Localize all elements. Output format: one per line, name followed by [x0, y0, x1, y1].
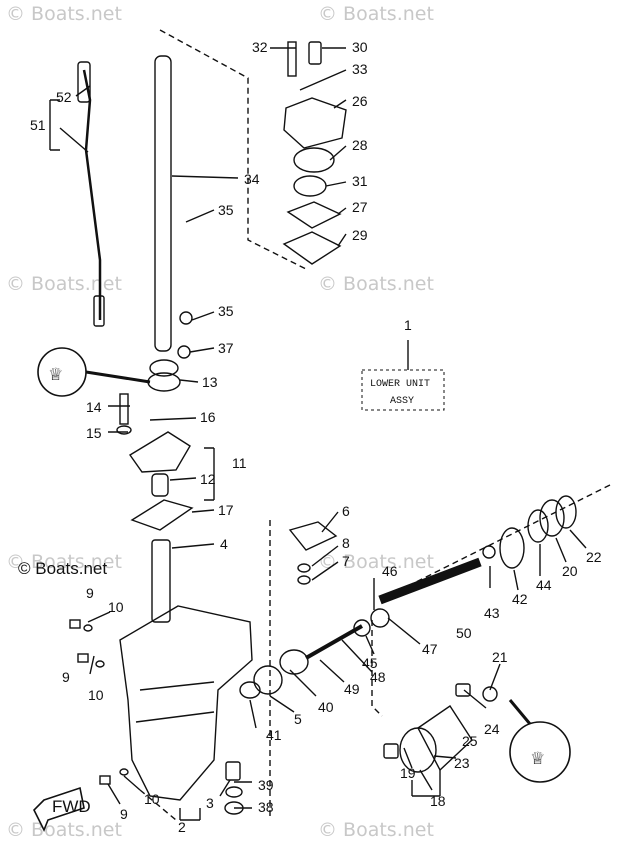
- watermark: © Boats.net: [318, 551, 434, 573]
- watermark: © Boats.net: [318, 3, 434, 25]
- watermark: © Boats.net: [318, 819, 434, 841]
- callout-41: 41: [266, 727, 282, 743]
- pump-liner: [293, 147, 335, 173]
- callout-19: 19: [400, 765, 416, 781]
- credit-text: © Boats.net: [18, 559, 107, 578]
- callout-9: 9: [62, 669, 70, 685]
- callout-2: 2: [178, 819, 186, 835]
- watermarks: © Boats.net © Boats.net © Boats.net © Bo…: [6, 3, 434, 841]
- callout-42: 42: [512, 591, 528, 607]
- grease-glyph: ♕: [48, 365, 63, 384]
- callout-10: 10: [144, 791, 160, 807]
- lower-unit-assy-box: LOWER UNIT ASSY: [361, 369, 445, 411]
- callout-16: 16: [200, 409, 216, 425]
- callout-24: 24: [484, 721, 500, 737]
- callout-17: 17: [218, 502, 234, 518]
- pump-housing: [283, 97, 347, 149]
- propeller-cap: [417, 705, 473, 772]
- callout-23: 23: [454, 755, 470, 771]
- callout-20: 20: [562, 563, 578, 579]
- water-tube: [151, 539, 171, 623]
- watermark: © Boats.net: [318, 273, 434, 295]
- callout-4: 4: [220, 536, 228, 552]
- box-line1: LOWER UNIT: [370, 379, 430, 390]
- callout-10: 10: [88, 687, 104, 703]
- callout-29: 29: [352, 227, 368, 243]
- callout-51: 51: [30, 117, 46, 133]
- callout-9: 9: [120, 806, 128, 822]
- callout-26: 26: [352, 93, 368, 109]
- callout-5: 5: [294, 711, 302, 727]
- fwd-arrow: FWD: [33, 786, 91, 832]
- callout-9: 9: [86, 585, 94, 601]
- watermark: © Boats.net: [6, 551, 122, 573]
- callout-25: 25: [462, 733, 478, 749]
- callout-18: 18: [430, 793, 446, 809]
- line-art: [49, 29, 611, 821]
- grease-symbol-2: ♕: [508, 699, 571, 783]
- callout-3: 3: [206, 795, 214, 811]
- callout-46: 46: [382, 563, 398, 579]
- callout-44: 44: [536, 577, 552, 593]
- watermark: © Boats.net: [6, 273, 122, 295]
- callout-38: 38: [258, 799, 274, 815]
- drive-shaft: [154, 55, 172, 352]
- callout-21: 21: [492, 649, 508, 665]
- box-line2: ASSY: [390, 396, 414, 407]
- watermark: © Boats.net: [6, 3, 122, 25]
- lower-casing: [119, 605, 253, 801]
- callouts: 1 2 3 4 5 6 7 8 9 9 9 10 10 10 11 12 13 …: [30, 39, 602, 835]
- callout-10: 10: [108, 599, 124, 615]
- callout-7: 7: [342, 553, 350, 569]
- callout-52: 52: [56, 89, 72, 105]
- callout-22: 22: [586, 549, 602, 565]
- pump-plate: [282, 231, 342, 265]
- callout-47: 47: [422, 641, 438, 657]
- grease-glyph: ♕: [530, 749, 545, 768]
- callout-32: 32: [252, 39, 268, 55]
- callout-39: 39: [258, 777, 274, 793]
- callout-14: 14: [86, 399, 102, 415]
- oil-seal-housing: [128, 431, 191, 473]
- callout-40: 40: [318, 699, 334, 715]
- callout-1: 1: [404, 317, 412, 333]
- callout-35: 35: [218, 202, 234, 218]
- callout-45: 45: [362, 655, 378, 671]
- callout-6: 6: [342, 503, 350, 519]
- fwd-label: FWD: [52, 797, 91, 816]
- impeller: [293, 175, 327, 197]
- gear: [279, 649, 309, 675]
- callout-49: 49: [344, 681, 360, 697]
- callout-31: 31: [352, 173, 368, 189]
- callout-35: 35: [218, 303, 234, 319]
- callout-48: 48: [370, 669, 386, 685]
- callout-27: 27: [352, 199, 368, 215]
- callout-11: 11: [232, 455, 247, 471]
- callout-43: 43: [484, 605, 500, 621]
- callout-34: 34: [244, 171, 260, 187]
- callout-50: 50: [456, 625, 472, 641]
- callout-12: 12: [200, 471, 216, 487]
- callout-13: 13: [202, 374, 218, 390]
- callout-33: 33: [352, 61, 368, 77]
- callout-28: 28: [352, 137, 368, 153]
- callout-30: 30: [352, 39, 368, 55]
- grease-symbol: ♕: [37, 347, 151, 397]
- callout-8: 8: [342, 535, 350, 551]
- callout-37: 37: [218, 340, 234, 356]
- watermark: © Boats.net: [6, 819, 122, 841]
- callout-15: 15: [86, 425, 102, 441]
